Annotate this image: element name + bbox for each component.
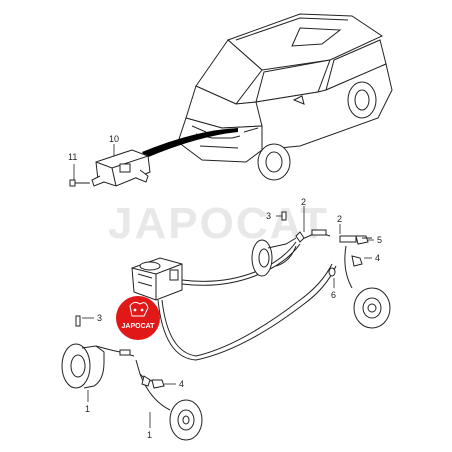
wheel-sensor-rear-left <box>135 359 171 411</box>
vehicle-illustration <box>177 13 393 181</box>
rear-right-sensor <box>328 235 372 289</box>
rear-right-brake-disc <box>353 287 391 329</box>
callout-6: 6 <box>331 290 336 300</box>
front-left-brake-disc <box>61 343 91 389</box>
callout-10: 10 <box>109 134 119 144</box>
bolt-11 <box>69 179 90 187</box>
watermark-text: JAPOCAT <box>108 199 329 248</box>
callout-1-bottom: 1 <box>147 430 152 440</box>
callout-1-left: 1 <box>85 404 90 414</box>
japocat-logo: JAPOCAT <box>116 296 160 340</box>
callout-4-top: 4 <box>375 253 380 263</box>
wheel-sensor-front-left <box>75 315 135 389</box>
callout-4-bottom: 4 <box>179 379 184 389</box>
callout-3-bottom: 3 <box>97 313 102 323</box>
abs-modulator <box>131 257 183 301</box>
front-right-brake-disc <box>251 237 297 277</box>
callout-2-left: 2 <box>301 197 306 207</box>
callout-5: 5 <box>377 235 382 245</box>
leader-lines <box>73 144 374 428</box>
pointer-arrow <box>142 128 238 158</box>
sensor-module <box>91 149 151 187</box>
callout-11: 11 <box>68 152 77 162</box>
rear-left-brake-disc <box>169 399 203 441</box>
logo-text: JAPOCAT <box>122 323 156 330</box>
callout-2-right: 2 <box>337 214 342 224</box>
wiring-harness <box>157 231 337 361</box>
callout-3-top: 3 <box>266 211 271 221</box>
